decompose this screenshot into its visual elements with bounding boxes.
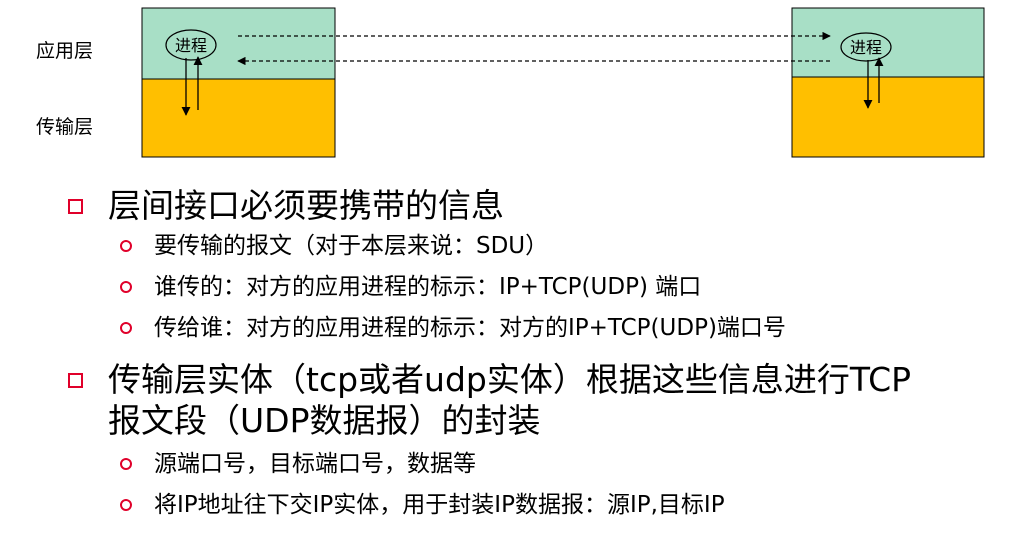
right-process-ellipse [840,32,892,62]
circle-bullet-icon [120,322,132,334]
circle-bullet-icon [120,281,132,293]
app-layer-label: 应用层 [36,40,94,62]
left-process-ellipse [165,29,217,61]
sub-bullet-text: 源端口号，目标端口号，数据等 [154,451,476,477]
circle-bullet-icon [120,499,132,511]
left-process-label: 进程 [175,36,207,55]
circle-bullet-icon [120,458,132,470]
bullet-text-line2: 报文段（UDP数据报）的封装 [108,401,541,440]
square-bullet-icon [68,373,83,388]
square-bullet-icon [68,199,83,214]
sub-bullet-text: 要传输的报文（对于本层来说：SDU） [154,233,549,259]
right-transport-layer-box [791,76,985,158]
bullet-text: 传输层实体（tcp或者udp实体）根据这些信息进行TCP [108,360,912,399]
circle-bullet-icon [120,240,132,252]
transport-layer-label: 传输层 [36,116,94,138]
layer-diagram: 进程 进程 [141,7,985,158]
sub-bullet-text: 将IP地址往下交IP实体，用于封装IP数据报：源IP,目标IP [154,492,725,518]
sub-bullet-text: 谁传的：对方的应用进程的标示：IP+TCP(UDP) 端口 [154,274,702,300]
sub-bullet-text: 传给谁：对方的应用进程的标示：对方的IP+TCP(UDP)端口号 [154,315,786,341]
right-process-label: 进程 [850,38,882,57]
left-transport-layer-box [141,78,336,158]
bullet-text: 层间接口必须要携带的信息 [108,186,504,225]
